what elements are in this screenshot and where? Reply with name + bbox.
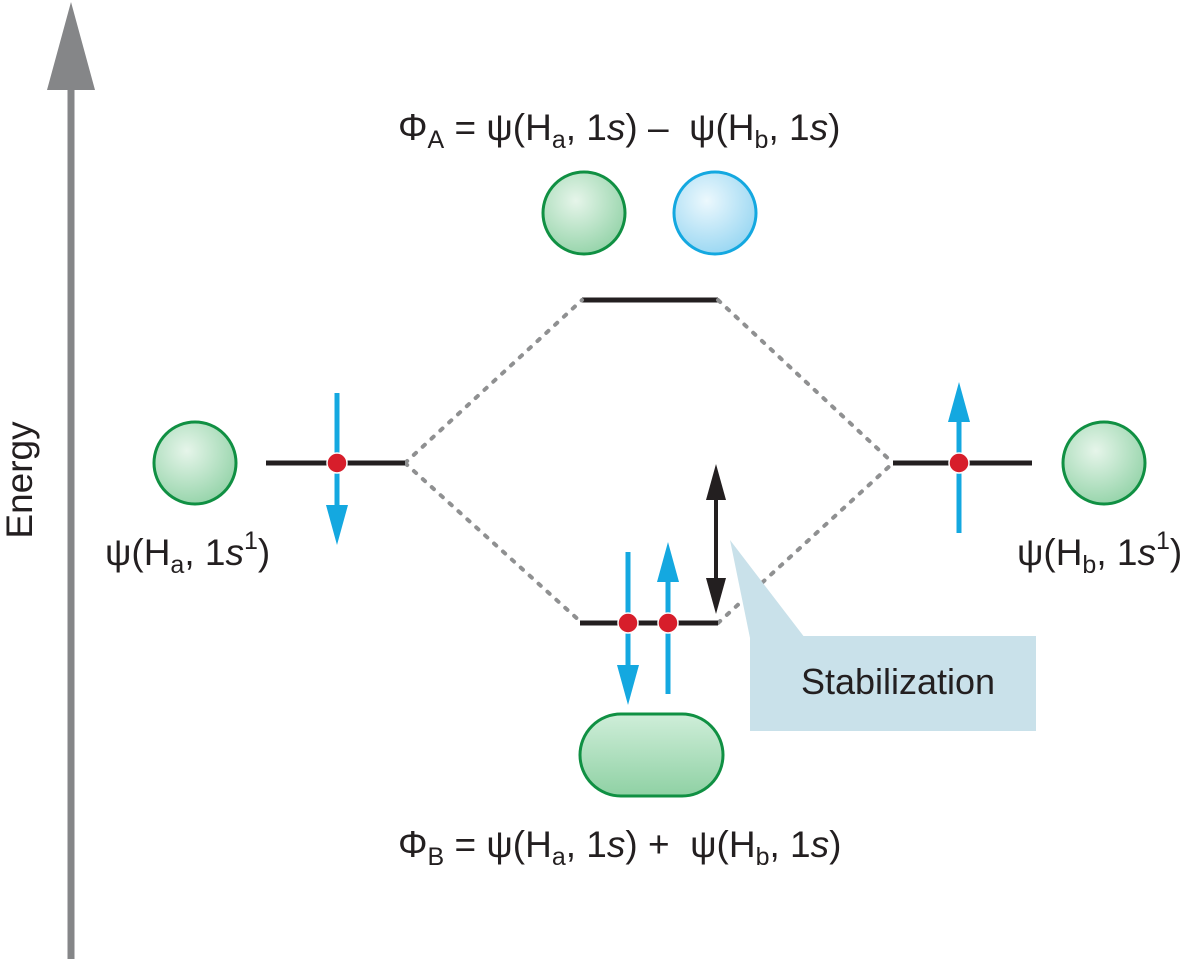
bonding-orbital: [578, 712, 725, 798]
correlation-lines: [403, 298, 895, 625]
antibonding-equation: ΦA = ψ(Ha, 1s) – ψ(Hb, 1s): [398, 107, 840, 154]
stabilization-arrow: [706, 464, 726, 614]
atom-left-orbital: [152, 420, 238, 506]
stabilization-callout: [730, 540, 1036, 731]
energy-axis-label: Energy: [0, 421, 40, 539]
bonding-electron-down: [617, 552, 639, 705]
atom-left-label: ψ(Ha, 1s1): [105, 527, 270, 579]
antibonding-lobe-left: [541, 170, 627, 256]
bonding-electron-up: [657, 542, 679, 694]
energy-axis: [47, 2, 95, 959]
atom-left-electron: [326, 393, 348, 545]
atom-right-electron: [948, 382, 970, 533]
bonding-equation: ΦB = ψ(Ha, 1s) + ψ(Hb, 1s): [398, 824, 841, 871]
atom-right-label: ψ(Hb, 1s1): [1017, 527, 1182, 579]
stabilization-label: Stabilization: [801, 661, 995, 702]
atom-right-orbital: [1061, 420, 1147, 506]
antibonding-lobe-right: [672, 170, 758, 256]
